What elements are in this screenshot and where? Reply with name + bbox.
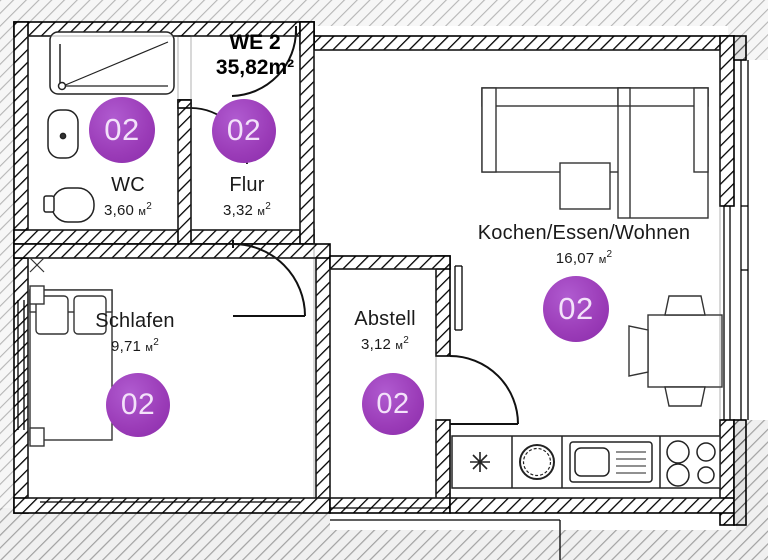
room-area-flur: 3,32 м2 [223, 201, 271, 219]
dining-table-icon [628, 295, 723, 407]
bathtub-icon [49, 31, 175, 95]
title-block: WE 2 35,82m² [196, 30, 314, 80]
sectional-sofa-icon [481, 87, 709, 219]
total-area-label: 35,82m² [215, 56, 295, 79]
unit-badge-abstell[interactable]: 02 [362, 373, 424, 435]
outlet-star-icon [470, 452, 490, 472]
room-label-wc: WC 3,60 м2 [73, 174, 183, 222]
window-openings [17, 60, 749, 560]
room-label-wohnen: Kochen/Essen/Wohnen 16,07 м2 [444, 222, 724, 270]
room-name-flur: Flur [229, 174, 265, 196]
room-label-abstell: Abstell 3,12 м2 [330, 308, 440, 356]
cooktop-icon [666, 440, 716, 487]
living-room-furniture [481, 87, 723, 407]
kitchen-counter [451, 435, 721, 489]
room-area-schlafen: 9,71 м2 [111, 337, 159, 355]
unit-badge-flur[interactable]: 02 [212, 99, 276, 163]
bedroom-furniture [29, 257, 113, 447]
bathroom-fixtures [43, 31, 175, 223]
room-name-wohnen: Kochen/Essen/Wohnen [477, 222, 691, 244]
room-label-flur: Flur 3,32 м2 [192, 174, 302, 222]
coffee-table-icon [559, 162, 611, 210]
unit-badge-wohnen[interactable]: 02 [543, 276, 609, 342]
unit-badge-schlafen[interactable]: 02 [106, 373, 170, 437]
unit-badge-wc[interactable]: 02 [89, 97, 155, 163]
toilet-icon [43, 187, 95, 223]
kitchen-sink-icon [569, 441, 653, 483]
room-area-abstell: 3,12 м2 [361, 335, 409, 353]
room-area-wohnen: 16,07 м2 [555, 249, 613, 267]
walls [13, 21, 747, 526]
room-name-wc: WC [111, 174, 145, 196]
double-bed-icon [29, 285, 113, 447]
unit-label: WE 2 [229, 31, 281, 54]
room-name-abstell: Abstell [354, 308, 416, 330]
room-name-schlafen: Schlafen [95, 310, 175, 332]
room-area-wc: 3,60 м2 [104, 201, 152, 219]
room-outlines [27, 35, 721, 499]
room-label-schlafen: Schlafen 9,71 м2 [75, 310, 195, 358]
